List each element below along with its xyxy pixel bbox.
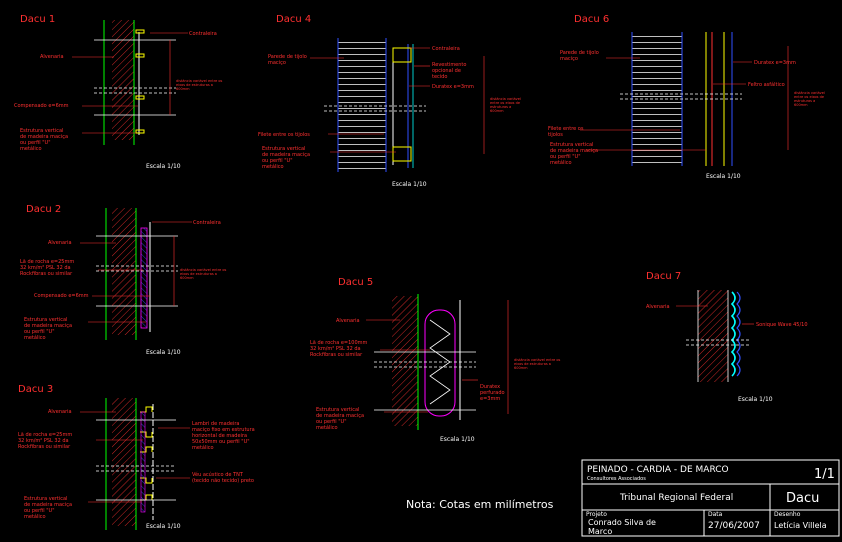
label-lambri: Lambri de madeira maciço fixo em estrutu… xyxy=(192,421,256,451)
label-revestimento: Revestimento opcional de tecido xyxy=(432,62,468,80)
desenho-value: Letícia Villela xyxy=(774,521,827,530)
sheet-number: 1/1 xyxy=(814,467,835,482)
label-parede: Parede de tijolo maciço xyxy=(560,50,600,62)
sonique-wave-panel xyxy=(736,291,741,377)
note-dimensions: Nota: Cotas em milímetros xyxy=(406,498,554,511)
label-contraleira: Contraleira xyxy=(432,46,460,52)
detail-dacu-5: Dacu 5 Alvenaria Lã de rocha e=100mm 32 … xyxy=(310,277,561,443)
label-contraleira: Contraleira xyxy=(193,220,221,226)
detail-dacu-4: Dacu 4 Parede de tijolo maciço Contralei… xyxy=(258,14,522,188)
detail-4-scale: Escala 1/10 xyxy=(392,181,427,188)
client-name: Tribunal Regional Federal xyxy=(619,493,733,503)
detail-2-scale: Escala 1/10 xyxy=(146,349,181,356)
stud-profile xyxy=(135,29,145,58)
label-parede: Parede de tijolo maciço xyxy=(268,54,308,66)
detail-dacu-3: Dacu 3 Alvenaria Lã de rocha e=25mm 32 k… xyxy=(18,384,256,530)
title-block: PEINADO - CARDIA - DE MARCO Consultores … xyxy=(581,459,840,537)
detail-3-title: Dacu 3 xyxy=(18,384,53,395)
label-contraleira: Contraleira xyxy=(189,31,217,37)
detail-1-title: Dacu 1 xyxy=(20,14,55,25)
masonry-wall xyxy=(112,208,136,335)
label-filete: Filete entre os tijolos xyxy=(548,126,585,138)
dimension-note: distância variável entre os eixos de est… xyxy=(514,358,561,370)
label-estrutura: Estrutura vertical de madeira maciça ou … xyxy=(316,407,366,431)
stud-profile xyxy=(135,95,145,134)
detail-6-scale: Escala 1/10 xyxy=(706,173,741,180)
brick-wall xyxy=(338,40,386,170)
label-duratex: Duratex e=3mm xyxy=(754,60,796,66)
dimension-note: distância variável entre os eixos de est… xyxy=(794,91,826,107)
detail-7-scale: Escala 1/10 xyxy=(738,396,773,403)
label-duratex: Duratex e=3mm xyxy=(432,84,474,90)
detail-dacu-7: Dacu 7 Alvenaria Sonique Wave 45/10 Esca… xyxy=(646,271,808,403)
stud-profile xyxy=(392,146,412,162)
label-filete: Filete entre os tijolos xyxy=(258,132,310,138)
desenho-label: Desenho xyxy=(774,511,801,518)
detail-2-title: Dacu 2 xyxy=(26,204,61,215)
masonry-wall xyxy=(392,296,418,426)
label-feltro: Feltro asfáltico xyxy=(748,81,785,88)
label-veu: Véu acústico de TNT (tecido não tecido) … xyxy=(192,471,254,484)
label-estrutura: Estrutura vertical de madeira maciça ou … xyxy=(20,128,70,152)
label-compensado: Compensado e=6mm xyxy=(34,293,89,299)
detail-5-scale: Escala 1/10 xyxy=(440,436,475,443)
detail-1-scale: Escala 1/10 xyxy=(146,163,181,170)
stud-profile xyxy=(392,47,412,63)
label-estrutura: Estrutura vertical de madeira maciça ou … xyxy=(24,317,74,341)
detail-dacu-6: Dacu 6 Parede de tijolo maciço Duratex e… xyxy=(548,14,826,180)
dimension-note: distância variável entre os eixos de est… xyxy=(180,268,227,280)
detail-dacu-1: Dacu 1 Contraleira Alvenaria Compensado … xyxy=(14,14,223,170)
detail-5-title: Dacu 5 xyxy=(338,277,373,288)
detail-dacu-2: Dacu 2 Contraleira Alvenaria Lã de rocha… xyxy=(20,204,227,356)
dimension-note: distância variável entre os eixos de est… xyxy=(490,97,522,113)
label-estrutura: Estrutura vertical de madeira maciça ou … xyxy=(262,146,312,170)
projeto-label: Projeto xyxy=(586,511,607,518)
firm-subtitle: Consultores Associados xyxy=(587,476,646,482)
masonry-wall xyxy=(112,20,134,140)
rock-wool-layer xyxy=(140,227,148,329)
label-estrutura: Estrutura vertical de madeira maciça ou … xyxy=(550,142,600,166)
detail-3-scale: Escala 1/10 xyxy=(146,523,181,530)
label-la-de-rocha: Lã de rocha e=25mm 32 km/m² PSL 32 da Ro… xyxy=(20,259,76,277)
projeto-value: Conrado Silva de Marco xyxy=(588,518,659,536)
label-alvenaria: Alvenaria xyxy=(40,54,64,60)
drawing-code: Dacu xyxy=(786,491,819,506)
label-alvenaria: Alvenaria xyxy=(646,304,670,310)
label-compensado: Compensado e=6mm xyxy=(14,103,69,109)
detail-6-title: Dacu 6 xyxy=(574,14,609,25)
dimension-note: distância variável entre os eixos de est… xyxy=(176,79,223,91)
label-alvenaria: Alvenaria xyxy=(336,318,360,324)
masonry-wall xyxy=(698,290,728,382)
data-value: 27/06/2007 xyxy=(708,521,760,531)
label-duratex: Duratex perfurado e=3mm xyxy=(480,384,506,402)
rock-wool-layer xyxy=(140,411,146,513)
sonique-wave-panel xyxy=(730,291,736,377)
masonry-wall xyxy=(112,398,136,526)
rock-wool-layer xyxy=(424,309,456,417)
label-alvenaria: Alvenaria xyxy=(48,409,72,415)
label-estrutura: Estrutura vertical de madeira maciça ou … xyxy=(24,496,74,520)
label-la-de-rocha: Lã de rocha e=25mm 32 km/m² PSL 32 da Ro… xyxy=(18,432,74,450)
label-la-de-rocha: Lã de rocha e=100mm 32 km/m² PSL 32 da R… xyxy=(310,340,369,358)
label-sonique: Sonique Wave 45/10 xyxy=(756,322,808,328)
title-block-frame xyxy=(581,459,840,537)
firm-name: PEINADO - CARDIA - DE MARCO xyxy=(587,465,729,475)
lambri-profile xyxy=(140,406,153,501)
data-label: Data xyxy=(708,511,723,518)
detail-4-title: Dacu 4 xyxy=(276,14,311,25)
detail-7-title: Dacu 7 xyxy=(646,271,681,282)
label-alvenaria: Alvenaria xyxy=(48,240,72,246)
